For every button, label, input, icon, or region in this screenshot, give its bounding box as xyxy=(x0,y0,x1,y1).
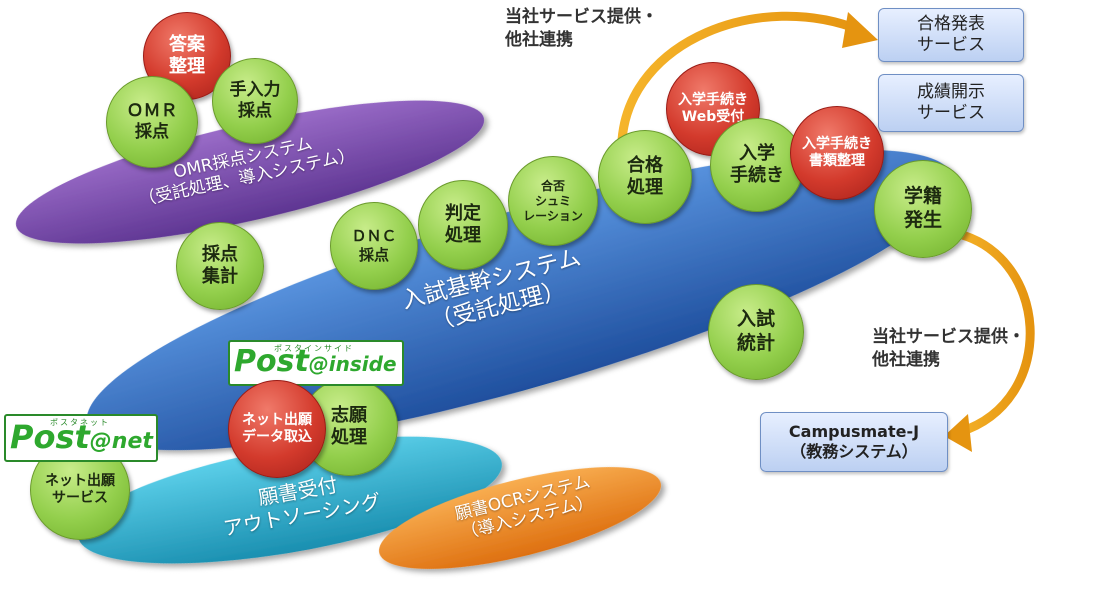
right-note: 当社サービス提供・ 他社連携 xyxy=(872,327,1025,370)
campusmate-box: Campusmate-J （教務システム） xyxy=(760,412,948,472)
right-arrow-head xyxy=(944,414,972,452)
post-net-rest: net xyxy=(111,429,153,454)
post-inside-at: @ xyxy=(308,352,329,376)
dnc-scoring-node: ＤＮＣ 採点 xyxy=(330,202,418,290)
pass-sim-node: 合否 シュミ レーション xyxy=(508,156,598,246)
enrollment-node: 入学 手続き xyxy=(710,118,804,212)
omr-scoring-node: ＯＭＲ 採点 xyxy=(106,76,198,168)
post-inside-wordmark: Post@inside xyxy=(234,344,397,379)
enroll-docs-node: 入学手続き 書類整理 xyxy=(790,106,884,200)
judgment-node: 判定 処理 xyxy=(418,180,508,270)
right-arrow xyxy=(945,227,1035,437)
pass-processing-node: 合格 処理 xyxy=(598,130,692,224)
post-net-main: Post xyxy=(10,418,90,456)
top-arrow-head xyxy=(842,12,878,48)
post-inside-main: Post xyxy=(234,344,309,379)
outsourcing-ellipse xyxy=(78,436,502,564)
post-inside-rest: inside xyxy=(328,352,397,376)
omr-system-ellipse xyxy=(15,100,485,244)
registration-node: 学籍 発生 xyxy=(874,160,972,258)
post-net-at: @ xyxy=(89,429,112,454)
net-import-node: ネット出願 データ取込 xyxy=(228,380,326,478)
post-net-wordmark: Post@net xyxy=(10,418,153,456)
manual-scoring-node: 手入力 採点 xyxy=(212,58,298,144)
post-net-ruby: ポスタネット xyxy=(50,418,110,427)
post-inside-ruby: ポスタインサイド xyxy=(274,344,354,353)
pass-announce-box: 合格発表 サービス xyxy=(878,8,1024,62)
top-note: 当社サービス提供・ 他社連携 xyxy=(505,7,658,50)
post-inside-logo: ポスタインサイド Post@inside xyxy=(228,340,404,386)
grade-disclosure-box: 成績開示 サービス xyxy=(878,74,1024,132)
post-net-logo: ポスタネット Post@net xyxy=(4,414,158,462)
score-total-node: 採点 集計 xyxy=(176,222,264,310)
top-arrow xyxy=(617,11,865,145)
exam-stats-node: 入試 統計 xyxy=(708,284,804,380)
ocr-system-ellipse xyxy=(379,467,661,569)
